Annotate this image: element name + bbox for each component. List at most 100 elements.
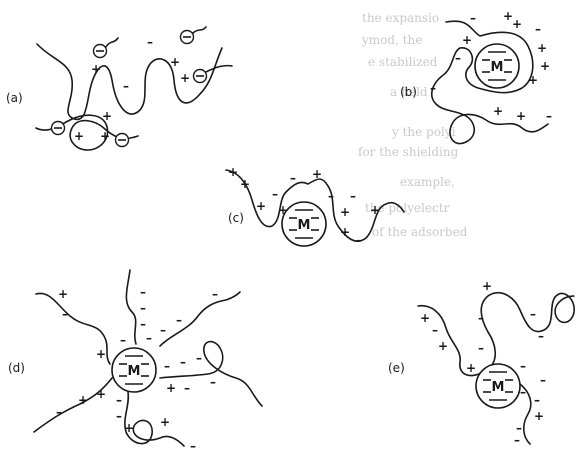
panel-b-minus-5: – <box>546 109 552 123</box>
panel-e-chain-main <box>418 293 574 376</box>
panel-e-metal-label: M <box>492 380 505 395</box>
panel-d-minus-7: – <box>176 313 182 327</box>
panel-d-minus-10: – <box>164 359 170 373</box>
bleed-line-3: e stabilized <box>368 55 438 69</box>
panel-d-plus-7: + <box>160 415 170 429</box>
panel-c-plus-3: + <box>256 199 266 213</box>
panel-b-metal-label: M <box>491 60 504 75</box>
panel-d-chain-right-loop <box>160 342 262 406</box>
panel-b-plus-3: + <box>537 41 547 55</box>
panel-a-chain-upper <box>37 44 222 119</box>
panel-a-minus-1: – <box>123 79 129 93</box>
panel-a-counterion-tail-1 <box>106 38 118 47</box>
panel-d-label: (d) <box>8 361 25 375</box>
panel-a-plus-5: + <box>100 129 110 143</box>
panel-c-plus-2: + <box>240 177 250 191</box>
panel-b-minus-4: – <box>430 81 436 95</box>
panel-d-minus-2: – <box>140 285 146 299</box>
panel-e-minus-4: – <box>538 329 544 343</box>
panel-d-plus-1: + <box>58 287 68 301</box>
panel-e-minus-6: – <box>520 359 526 373</box>
panel-d-minus-5: – <box>146 331 152 345</box>
panel-d-minus-14: – <box>210 375 216 389</box>
panel-c-metal-label: M <box>298 218 311 233</box>
panel-d-minus-9: – <box>120 333 126 347</box>
panel-d-minus-16: – <box>116 393 122 407</box>
panel-b-plus-4: + <box>540 59 550 73</box>
panel-d-plus-2: + <box>96 347 106 361</box>
panel-e-minus-9: – <box>540 373 546 387</box>
panel-a-counterion-tail-2 <box>193 27 206 33</box>
bleed-line-6: for the shielding <box>358 145 459 159</box>
panel-b-plus-2: + <box>512 17 522 31</box>
panel-d-minus-4: – <box>140 317 146 331</box>
panel-d-minus-3: – <box>140 301 146 315</box>
panel-b-minus-1: – <box>470 11 476 25</box>
panel-b-plus-7: + <box>493 104 503 118</box>
panel-b-minus-2: – <box>535 22 541 36</box>
panel-d-minus-8: – <box>212 287 218 301</box>
panel-d-plus-6: + <box>124 421 134 435</box>
panel-e-label: (e) <box>388 361 405 375</box>
panel-e-plus-2: + <box>438 339 448 353</box>
panel-d-minus-12: – <box>196 351 202 365</box>
panel-b-minus-3: – <box>455 51 461 65</box>
panel-d-plus-3: + <box>166 381 176 395</box>
panel-d-minus-18: – <box>190 439 196 453</box>
panel-a: (a) + – + + – + + + <box>6 27 232 150</box>
panel-e-minus-3: – <box>530 307 536 321</box>
panel-e-minus-1: – <box>432 323 438 337</box>
panel-c-minus-1: – <box>272 187 278 201</box>
panel-d-metal-label: M <box>128 364 141 379</box>
panel-e-plus-3: + <box>482 279 492 293</box>
panel-c-plus-7: + <box>340 225 350 239</box>
panel-a-plus-2: + <box>170 55 180 69</box>
panel-e-minus-5: – <box>478 341 484 355</box>
bleed-line-9: of the adsorbed <box>372 225 468 239</box>
panel-e-minus-7: – <box>520 385 526 399</box>
panel-e-minus-8: – <box>534 393 540 407</box>
panel-d-chain-top <box>126 270 136 344</box>
panel-c-plus-5: + <box>312 167 322 181</box>
panel-a-plus-3: + <box>180 71 190 85</box>
panel-d-minus-17: – <box>116 409 122 423</box>
panel-e-minus-11: – <box>514 433 520 447</box>
panel-c-plus-6: + <box>340 205 350 219</box>
bleed-line-1: the expansio <box>362 11 439 25</box>
panel-d-chain-lower <box>125 392 184 446</box>
panel-b: (b) M – + + – + + + + – – + + – <box>400 9 552 144</box>
bleed-line-5: y the polyi <box>391 125 456 139</box>
panel-e: (e) M + – + + – – – + – – – – – + – – <box>388 279 574 447</box>
panel-d: (d) M + – + – – – – – – – – – – – + – – … <box>8 270 262 453</box>
panel-e-plus-5: + <box>534 409 544 423</box>
panel-b-plus-5: + <box>528 73 538 87</box>
panel-d-minus-11: – <box>180 355 186 369</box>
panel-a-plus-1: + <box>91 62 101 76</box>
panel-b-plus-6: + <box>462 33 472 47</box>
panel-a-plus-6: + <box>102 109 112 123</box>
bleed-line-7: example, <box>400 175 455 189</box>
panel-d-minus-13: – <box>184 381 190 395</box>
panel-b-plus-8: + <box>516 109 526 123</box>
panel-d-minus-15: – <box>56 405 62 419</box>
panel-b-label: (b) <box>400 85 417 99</box>
panel-a-plus-4: + <box>74 129 84 143</box>
panel-c-minus-5: – <box>356 233 362 247</box>
panel-d-minus-6: – <box>160 323 166 337</box>
panel-c-label: (c) <box>228 211 244 225</box>
panel-c-minus-2: – <box>290 171 296 185</box>
panel-d-plus-4: + <box>96 387 106 401</box>
panel-c-minus-3: – <box>328 189 334 203</box>
panel-a-minus-2: – <box>147 35 153 49</box>
panel-c-plus-1: + <box>228 165 238 179</box>
panel-d-chain-upper-right <box>160 292 240 346</box>
panel-c-plus-8: + <box>370 203 380 217</box>
panel-e-minus-2: – <box>478 311 484 325</box>
panel-c-plus-4: + <box>278 203 288 217</box>
panel-c-minus-4: – <box>350 189 356 203</box>
panel-d-minus-1: – <box>62 307 68 321</box>
panel-d-plus-5: + <box>78 393 88 407</box>
panel-e-plus-4: + <box>466 361 476 375</box>
panel-e-plus-1: + <box>420 311 430 325</box>
